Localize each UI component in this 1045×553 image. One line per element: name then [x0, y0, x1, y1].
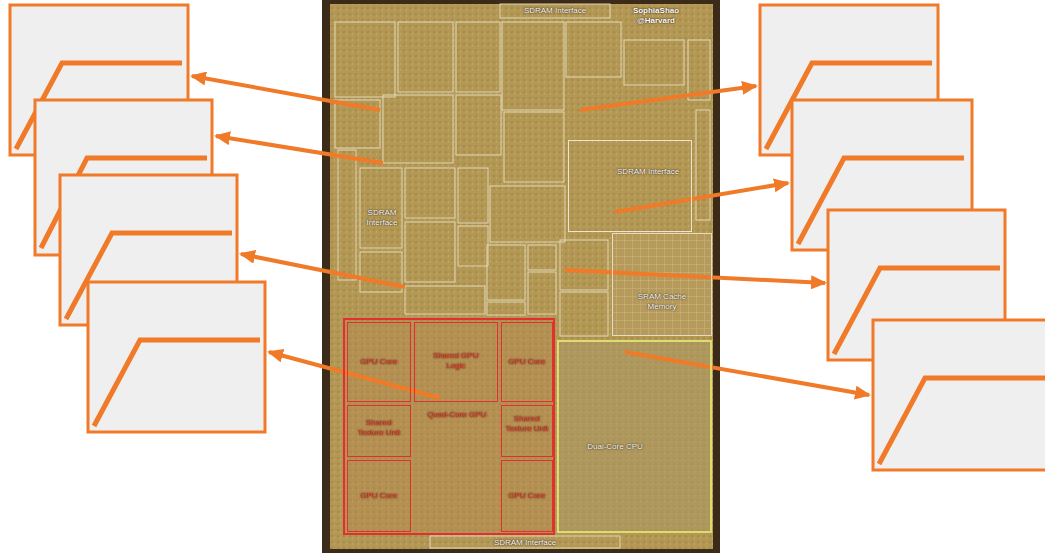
- block-label: Shared Texture Unit: [503, 414, 551, 434]
- gpu-region: Quad-Core GPUGPU CoreShared GPU LogicGPU…: [343, 318, 555, 535]
- interface-label: SDRAM Interface: [360, 208, 404, 228]
- block-label: Shared Texture Unit: [352, 418, 406, 438]
- interface-label: SDRAM Interface: [470, 538, 580, 548]
- gpu-core: GPU Core: [347, 322, 411, 402]
- interface-label: SDRAM Interface: [500, 6, 610, 16]
- block-label: GPU Core: [352, 357, 406, 367]
- block-label: Dual-Core CPU: [579, 442, 651, 452]
- cache-array: [612, 233, 712, 336]
- texture-unit: Shared Texture Unit: [501, 405, 553, 457]
- cache-block: SRAM Cache Memory: [612, 233, 712, 336]
- block-label: SDRAM Interface: [613, 167, 683, 177]
- leader-arrows: [192, 76, 869, 398]
- block-label: GPU Core: [352, 491, 406, 501]
- block-label: GPU Core: [503, 357, 551, 367]
- watermark: SophiaShao @Harvard: [628, 6, 684, 26]
- gpu-area: [343, 318, 555, 535]
- gpu-core: GPU Core: [501, 460, 553, 532]
- block-label: Quad-Core GPU: [415, 410, 499, 420]
- block-label: Shared GPU Logic: [429, 351, 483, 371]
- block-label: SRAM Cache Memory: [623, 292, 701, 312]
- cpu-region: Dual-Core CPU: [557, 340, 712, 533]
- cpu-area: [557, 340, 712, 533]
- callout-plots: [10, 5, 1045, 470]
- interface-block: SDRAM Interface: [568, 140, 692, 232]
- gpu-core: GPU Core: [501, 322, 553, 402]
- block-label: GPU Core: [503, 491, 551, 501]
- gpu-logic: Shared GPU Logic: [414, 322, 498, 402]
- texture-unit: Shared Texture Unit: [347, 405, 411, 457]
- gpu-core: GPU Core: [347, 460, 411, 532]
